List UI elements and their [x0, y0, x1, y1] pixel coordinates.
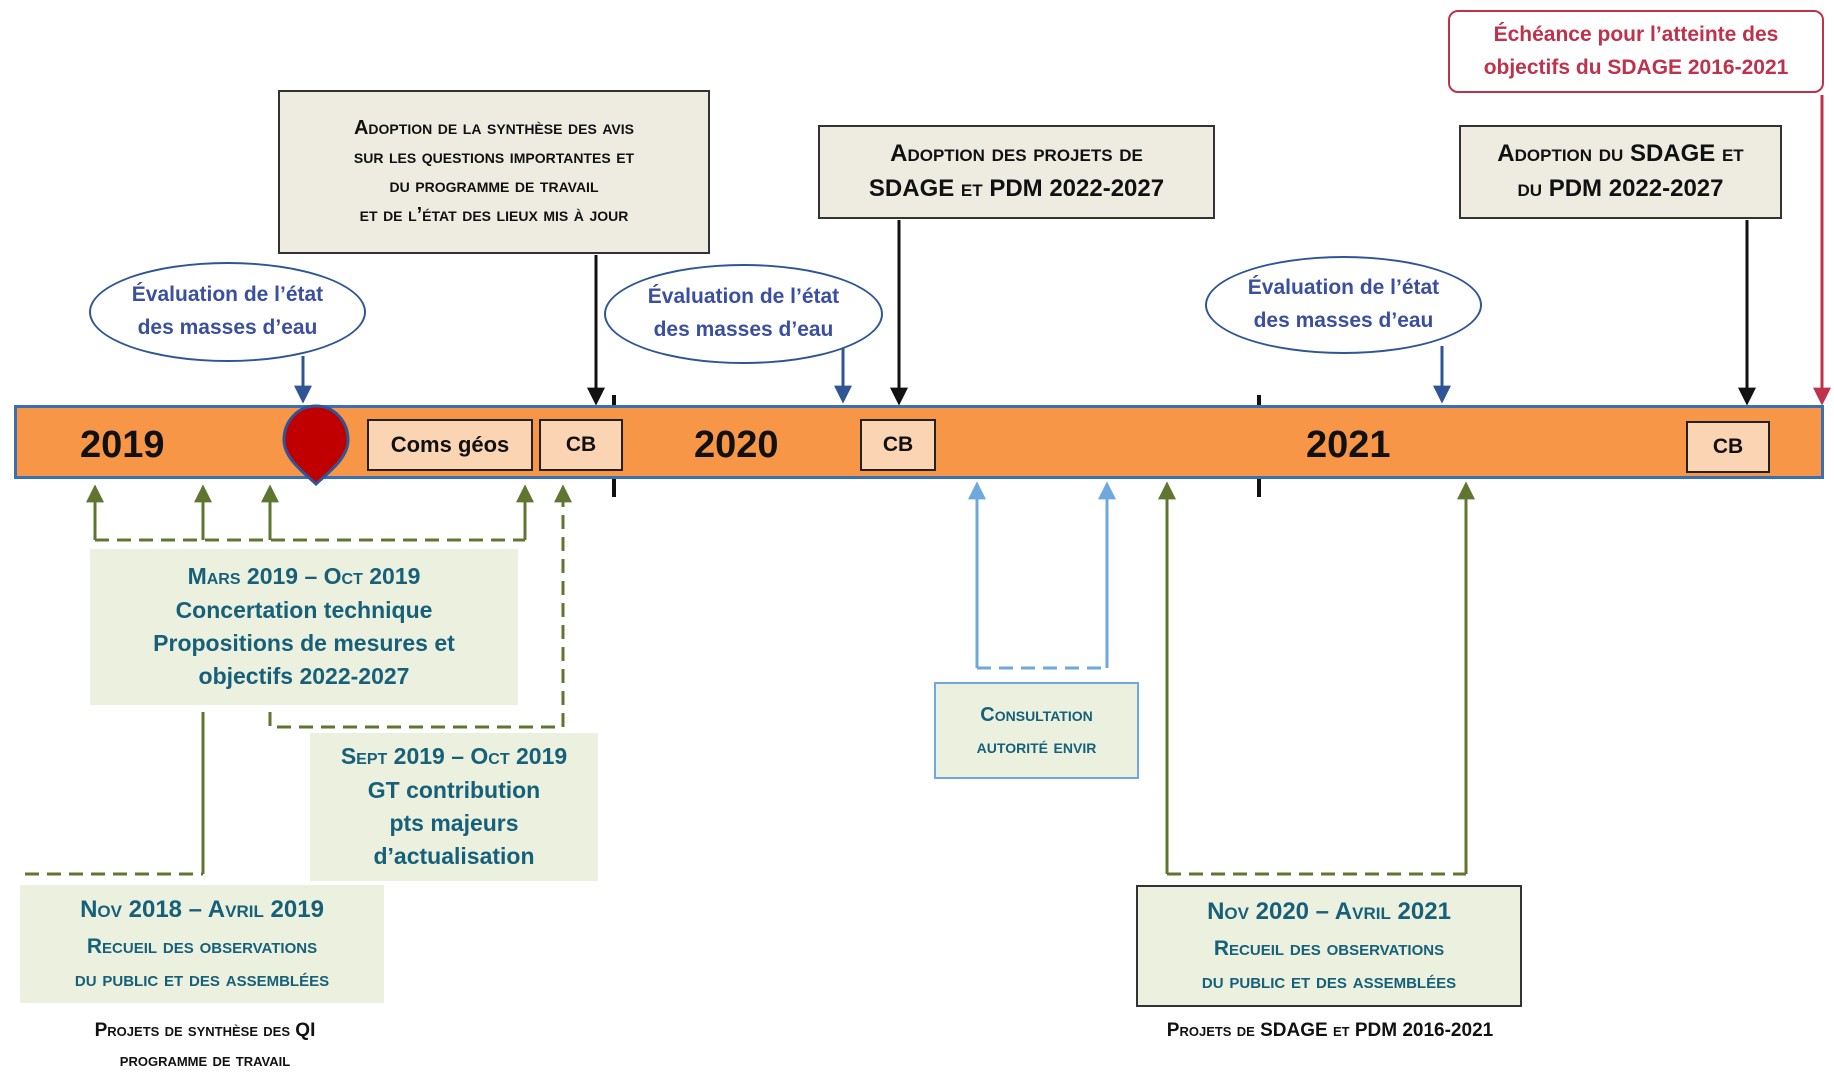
- caption-left: Projets de synthèse des QI programme de …: [40, 1016, 370, 1077]
- milestone-sdage: Adoption du SDAGE et du PDM 2022-2027: [1459, 125, 1782, 219]
- year-label: 2020: [694, 424, 779, 466]
- coms-geos-box: Coms géos: [367, 419, 533, 471]
- deadline-line: objectifs du SDAGE 2016-2021: [1483, 55, 1789, 79]
- consultation-line: autorité envir: [976, 735, 1097, 758]
- milestone-synthese: Adoption de la synthèse des avis sur les…: [278, 90, 710, 254]
- gt-contribution-line: GT contribution: [367, 776, 541, 803]
- milestone-projets-line: Adoption des projets de: [890, 140, 1143, 168]
- milestone-synthese-line: du programme de travail: [389, 175, 599, 197]
- gt-contribution-box: Sept 2019 – Oct 2019 GT contribution pts…: [310, 733, 598, 881]
- milestone-projets-line: SDAGE et PDM 2022-2027: [868, 175, 1165, 202]
- recueil-2019-line: du public et des assemblées: [74, 968, 330, 992]
- deadline-box: Échéance pour l’atteinte des objectifs d…: [1448, 10, 1824, 93]
- gt-bracket: [268, 484, 572, 729]
- concertation-line: Concertation technique: [175, 596, 433, 623]
- consultation-box: Consultation autorité envir: [934, 682, 1139, 779]
- gt-contribution-line: d’actualisation: [373, 843, 535, 870]
- evaluation-line: Évaluation de l’état: [1247, 276, 1440, 300]
- caption-left-line: programme de travail: [119, 1050, 291, 1072]
- evaluation-line: des masses d’eau: [1253, 309, 1434, 332]
- recueil-2021-box: Nov 2020 – Avril 2021 Recueil des observ…: [1136, 885, 1522, 1007]
- cb-box: CB: [1686, 421, 1770, 473]
- evaluation-line: Évaluation de l’état: [647, 285, 840, 309]
- milestone-synthese-line: sur les questions importantes et: [353, 146, 635, 168]
- current-position-marker: [282, 404, 350, 486]
- deadline-line: Échéance pour l’atteinte des: [1493, 22, 1779, 46]
- recueil-2021-line: Recueil des observations: [1213, 936, 1445, 960]
- consultation-line: Consultation: [980, 703, 1093, 726]
- evaluation-ellipse-2019: Évaluation de l’état des masses d’eau: [89, 262, 366, 362]
- evaluation-line: Évaluation de l’état: [131, 283, 324, 307]
- evaluation-line: des masses d’eau: [137, 316, 318, 339]
- caption-right: Projets de SDAGE et PDM 2016-2021: [1166, 1020, 1494, 1041]
- concertation-line: objectifs 2022-2027: [198, 663, 410, 690]
- gt-contribution-period: Sept 2019 – Oct 2019: [340, 743, 568, 770]
- recueil-2021-period: Nov 2020 – Avril 2021: [1207, 898, 1451, 926]
- caption-left-line: Projets de synthèse des QI: [94, 1020, 316, 1041]
- recueil-2019-box: Nov 2018 – Avril 2019 Recueil des observ…: [20, 885, 384, 1003]
- milestone-sdage-line: Adoption du SDAGE et: [1497, 140, 1744, 168]
- concertation-box: Mars 2019 – Oct 2019 Concertation techni…: [90, 549, 518, 705]
- recueil-2021-line: du public et des assemblées: [1201, 970, 1457, 994]
- cb-box: CB: [539, 419, 623, 471]
- recueil-2019-line: Recueil des observations: [86, 934, 318, 958]
- evaluation-ellipse-2020: Évaluation de l’état des masses d’eau: [604, 264, 883, 364]
- concertation-period: Mars 2019 – Oct 2019: [187, 563, 421, 590]
- concertation-line: Propositions de mesures et: [153, 630, 455, 656]
- milestone-synthese-line: et de l’état des lieux mis à jour: [359, 204, 629, 226]
- evaluation-ellipse-2021: Évaluation de l’état des masses d’eau: [1205, 256, 1482, 354]
- milestone-projets: Adoption des projets de SDAGE et PDM 202…: [818, 125, 1215, 219]
- year-label: 2019: [80, 424, 165, 466]
- milestone-sdage-line: du PDM 2022-2027: [1517, 175, 1724, 202]
- recueil-2019-period: Nov 2018 – Avril 2019: [80, 896, 324, 924]
- evaluation-line: des masses d’eau: [653, 318, 834, 341]
- gt-contribution-line: pts majeurs: [389, 810, 519, 836]
- milestone-synthese-line: Adoption de la synthèse des avis: [353, 117, 634, 139]
- year-label: 2021: [1306, 424, 1391, 466]
- cb-box: CB: [860, 419, 936, 471]
